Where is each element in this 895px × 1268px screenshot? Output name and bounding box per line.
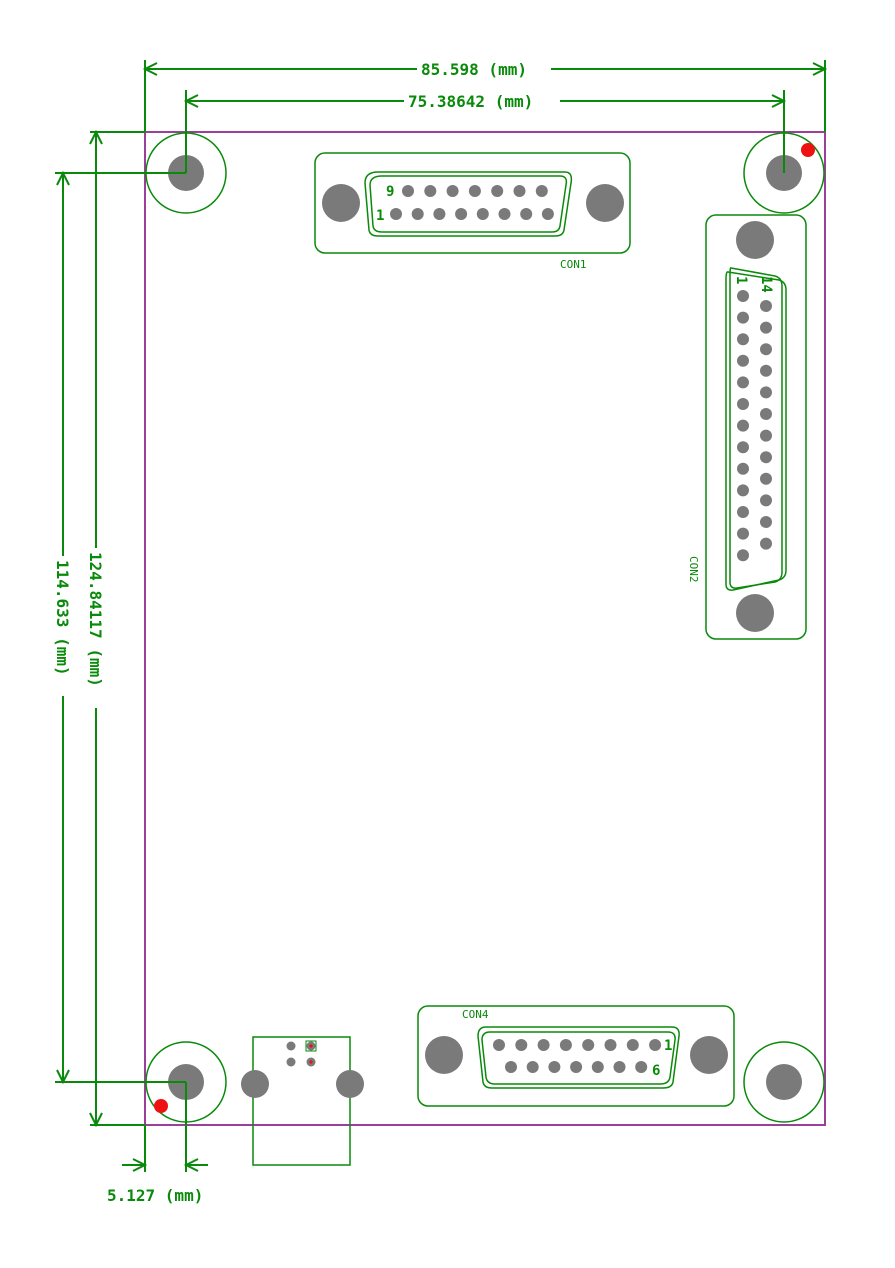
con2-left-pin-12	[737, 527, 749, 540]
con4-bottom-pin-3	[548, 1061, 561, 1073]
con1-top-pin-1	[402, 185, 414, 197]
con2-left-pin-8	[737, 441, 749, 454]
con2-right-pin-4	[760, 364, 772, 377]
con4-bottom-pin-6	[613, 1061, 626, 1073]
overall-width-text: 85.598 (mm)	[421, 60, 527, 79]
connector-con2: 1 14 CON2	[687, 214, 807, 640]
con2-right-pin-7	[760, 429, 772, 442]
con4-top-pin-6	[604, 1039, 617, 1051]
con4-top-pin-1	[493, 1039, 505, 1051]
con4-top-pin-3	[537, 1039, 550, 1051]
con1-top-pin-3	[446, 185, 459, 197]
con2-left-pin-5	[737, 376, 749, 389]
connector-con1: 9 1 CON1	[314, 152, 631, 271]
con2-left-pin-6	[737, 398, 749, 410]
con1-bottom-pin-3	[433, 208, 446, 220]
con2-left-pin-1	[737, 290, 749, 302]
dimension-overall-width: 85.598 (mm)	[142, 60, 828, 132]
con2-right-pin-12	[760, 537, 772, 550]
con4-top-pin-8	[649, 1039, 662, 1051]
con1-bottom-pin-5	[476, 208, 489, 220]
con1-top-pin-2	[424, 185, 437, 197]
dimension-hole-offset: 5.127 (mm)	[107, 1082, 208, 1205]
con2-left-pin-13	[737, 549, 749, 562]
con2-right-pin-5	[760, 386, 772, 399]
con1-top-pin-5	[491, 185, 504, 197]
dimension-overall-height: 124.84117 (mm)	[86, 129, 145, 1128]
con1-top-pin-7	[535, 185, 548, 197]
con4-bottom-pin-7	[635, 1061, 648, 1073]
board-outline	[144, 131, 826, 1126]
con4-pin1-label: 1	[664, 1038, 672, 1054]
con4-bottom-pin-5	[591, 1061, 604, 1073]
con2-left-pin-10	[737, 484, 749, 497]
origin-marker-top-right	[801, 143, 815, 157]
con2-right-pin-2	[760, 321, 772, 334]
con1-pin1-label: 1	[376, 208, 384, 224]
con2-pin1-label: 1	[733, 276, 749, 284]
hole-spacing-y-text: 114.633 (mm)	[53, 560, 72, 676]
origin-marker-bottom-left	[154, 1099, 168, 1113]
con4-bottom-pin-4	[570, 1061, 583, 1073]
con2-right-pin-8	[760, 451, 772, 464]
connector-con4: 1 6 CON4	[417, 1005, 735, 1107]
con4-label: CON4	[462, 1008, 489, 1021]
con2-right-pin-3	[760, 343, 772, 356]
con2-right-pin-10	[760, 494, 772, 507]
con2-pin14-label: 14	[758, 276, 774, 293]
con1-label: CON1	[560, 258, 587, 271]
con2-right-pin-11	[760, 516, 772, 528]
con2-left-pin-9	[737, 462, 749, 475]
con2-right-pin-6	[760, 408, 772, 420]
con4-bottom-pin-2	[526, 1061, 539, 1073]
con4-pin6-label: 6	[652, 1063, 660, 1079]
hole-offset-text: 5.127 (mm)	[107, 1186, 203, 1205]
mounting-hole-bottom-right	[743, 1041, 825, 1123]
con1-bottom-pin-2	[411, 208, 424, 220]
con1-pin9-label: 9	[386, 184, 394, 200]
con1-bottom-pin-1	[390, 208, 402, 220]
connector-bottom-usb	[241, 1036, 364, 1166]
con1-top-pin-4	[468, 185, 481, 197]
con4-top-pin-2	[515, 1039, 528, 1051]
con2-left-pin-4	[737, 354, 749, 367]
con1-bottom-pin-7	[520, 208, 533, 220]
con1-bottom-pin-6	[498, 208, 511, 220]
dimension-hole-spacing-x: 75.38642 (mm)	[183, 90, 787, 173]
con2-left-pin-3	[737, 333, 749, 346]
con1-bottom-pin-8	[541, 208, 554, 220]
overall-height-text: 124.84117 (mm)	[86, 552, 105, 687]
con2-left-pin-11	[737, 506, 749, 518]
con4-top-pin-7	[626, 1039, 639, 1051]
con2-label: CON2	[687, 556, 700, 583]
con2-right-pin-1	[760, 300, 772, 312]
hole-spacing-x-text: 75.38642 (mm)	[408, 92, 533, 111]
dimension-hole-spacing-y: 114.633 (mm)	[53, 170, 186, 1085]
con4-top-pin-4	[559, 1039, 572, 1051]
con2-left-pin-7	[737, 419, 749, 432]
con4-bottom-pin-1	[505, 1061, 517, 1073]
con1-bottom-pin-4	[455, 208, 468, 220]
con1-top-pin-6	[513, 185, 526, 197]
con4-top-pin-5	[582, 1039, 595, 1051]
con2-right-pin-9	[760, 472, 772, 485]
con2-left-pin-2	[737, 311, 749, 324]
